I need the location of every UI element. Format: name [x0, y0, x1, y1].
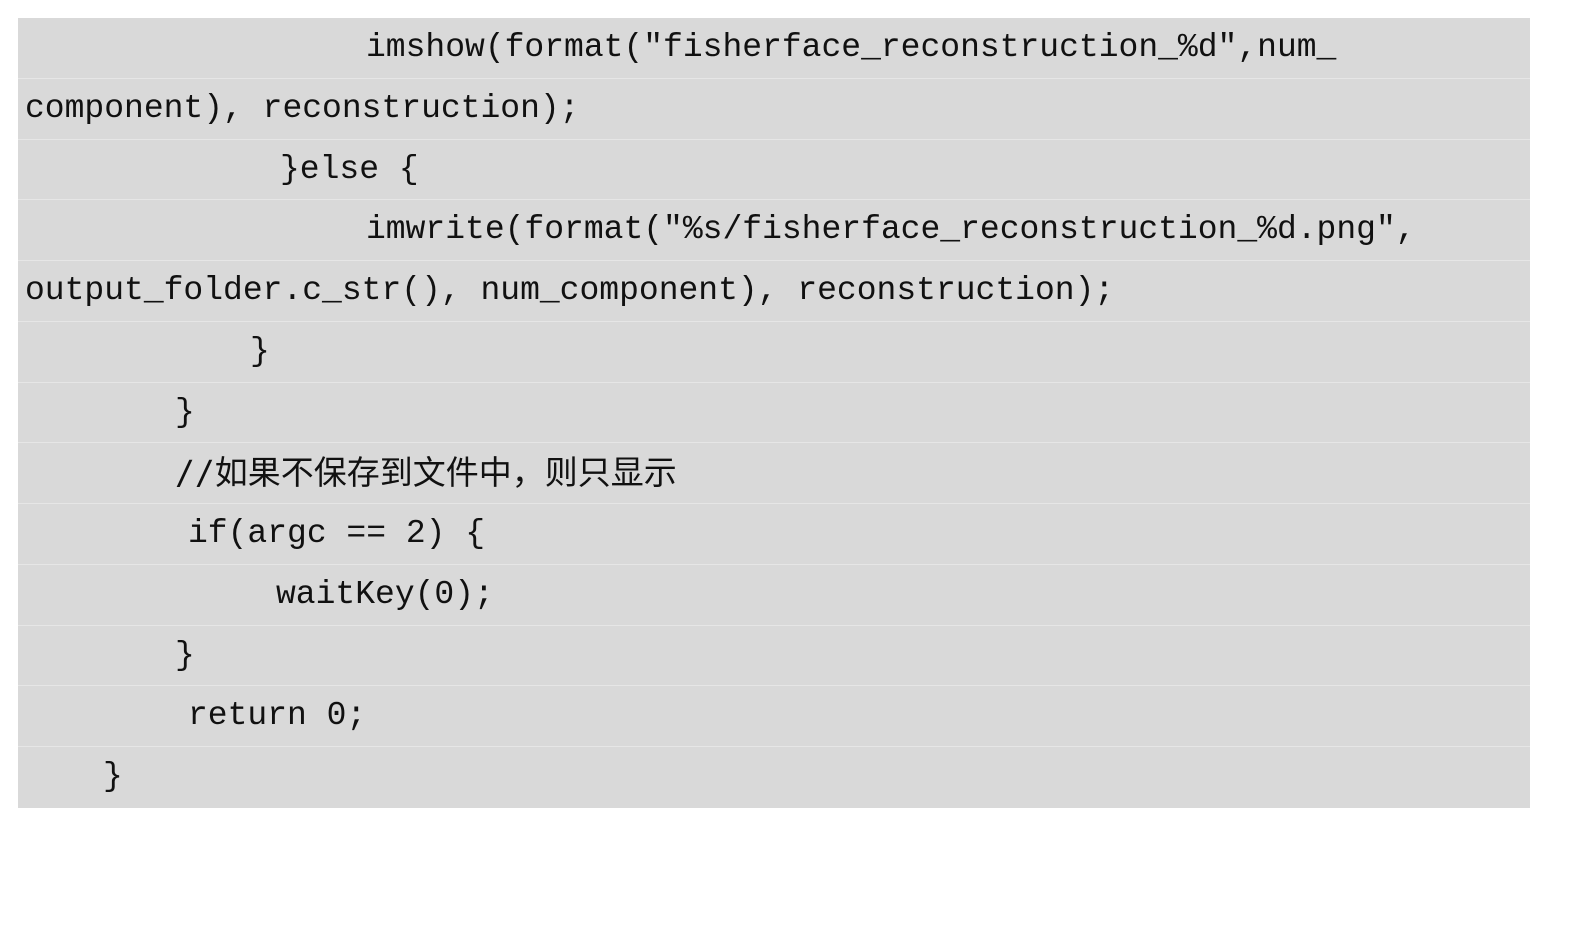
code-line-text: waitKey(0); [276, 575, 494, 613]
code-line: output_folder.c_str(), num_component), r… [18, 261, 1530, 322]
code-line-text: imwrite(format("%s/fisherface_reconstruc… [366, 211, 1416, 249]
code-block: imshow(format("fisherface_reconstruction… [18, 18, 1530, 808]
code-line-text: imshow(format("fisherface_reconstruction… [366, 29, 1337, 66]
code-line-text: if(argc == 2) { [188, 515, 486, 553]
code-line-text: } [175, 393, 195, 431]
code-line: return 0; [18, 686, 1530, 748]
code-line: waitKey(0); [18, 565, 1530, 626]
code-comment: //如果不保存到文件中，则只显示 [175, 453, 677, 493]
code-line: imwrite(format("%s/fisherface_reconstruc… [18, 200, 1530, 262]
code-line: imshow(format("fisherface_reconstruction… [18, 18, 1530, 79]
code-line-text: } [250, 332, 270, 370]
code-line: } [18, 747, 1530, 808]
code-line-text: } [103, 758, 123, 796]
code-line: } [18, 383, 1530, 444]
code-line: component), reconstruction); [18, 79, 1530, 140]
code-line: } [18, 322, 1530, 383]
code-line-text: output_folder.c_str(), num_component), r… [25, 272, 1115, 310]
code-line-text: component), reconstruction); [25, 89, 580, 127]
code-line-text: return 0; [188, 697, 367, 735]
code-line: //如果不保存到文件中，则只显示 [18, 443, 1530, 505]
code-line-text: } [175, 636, 195, 674]
code-line: }else { [18, 140, 1530, 201]
code-line: } [18, 626, 1530, 687]
code-line: if(argc == 2) { [18, 504, 1530, 565]
code-line-text: }else { [280, 150, 419, 188]
